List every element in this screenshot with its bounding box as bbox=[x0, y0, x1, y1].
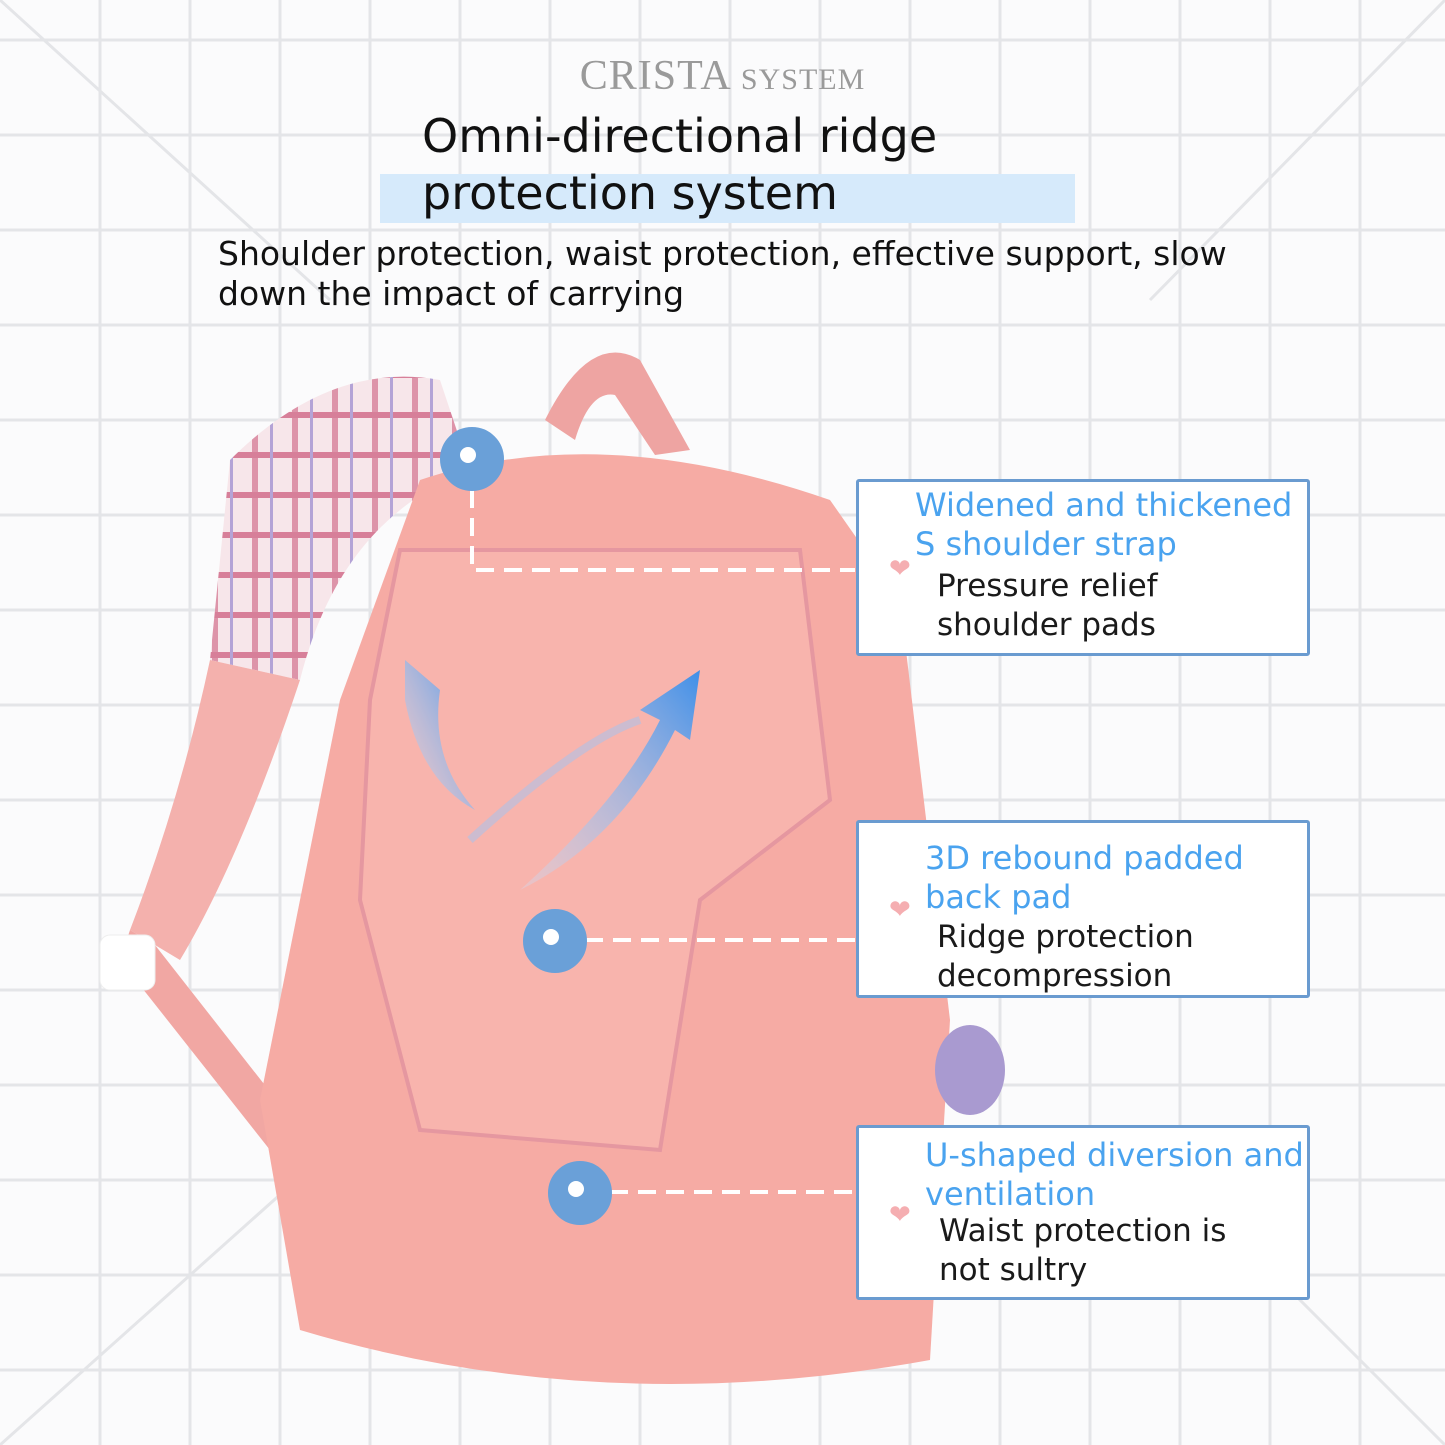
callout-waist: ❤ U-shaped diversion and ventilation Wai… bbox=[856, 1125, 1310, 1300]
callout-shoulder-strap: ❤ Widened and thickened S shoulder strap… bbox=[856, 479, 1310, 656]
brand-logo: CRISTA SYSTEM bbox=[579, 53, 866, 99]
callout-heading: ventilation bbox=[925, 1175, 1096, 1213]
subtitle: Shoulder protection, waist protection, e… bbox=[218, 234, 1227, 313]
hotspot-waist[interactable] bbox=[548, 1161, 612, 1225]
callout-description: Waist protection is bbox=[939, 1213, 1227, 1249]
callout-description: shoulder pads bbox=[937, 607, 1156, 643]
callout-description: Ridge protection bbox=[937, 919, 1194, 955]
title-highlight bbox=[380, 174, 1075, 223]
heart-icon: ❤ bbox=[889, 554, 911, 584]
callout-description: decompression bbox=[937, 958, 1173, 994]
hotspot-shoulder-strap[interactable] bbox=[440, 427, 504, 491]
callout-heading: back pad bbox=[925, 878, 1072, 916]
callout-description: Pressure relief bbox=[937, 568, 1158, 604]
heart-icon: ❤ bbox=[889, 1200, 911, 1230]
callout-heading: 3D rebound padded bbox=[925, 839, 1244, 877]
callout-description: not sultry bbox=[939, 1252, 1088, 1288]
heart-icon: ❤ bbox=[889, 895, 911, 925]
hotspot-back-pad[interactable] bbox=[523, 909, 587, 973]
callout-heading: U-shaped diversion and bbox=[925, 1136, 1304, 1174]
callout-heading: Widened and thickened bbox=[915, 486, 1293, 524]
callout-heading: S shoulder strap bbox=[915, 525, 1177, 563]
callout-back-pad: ❤ 3D rebound padded back pad Ridge prote… bbox=[856, 820, 1310, 998]
